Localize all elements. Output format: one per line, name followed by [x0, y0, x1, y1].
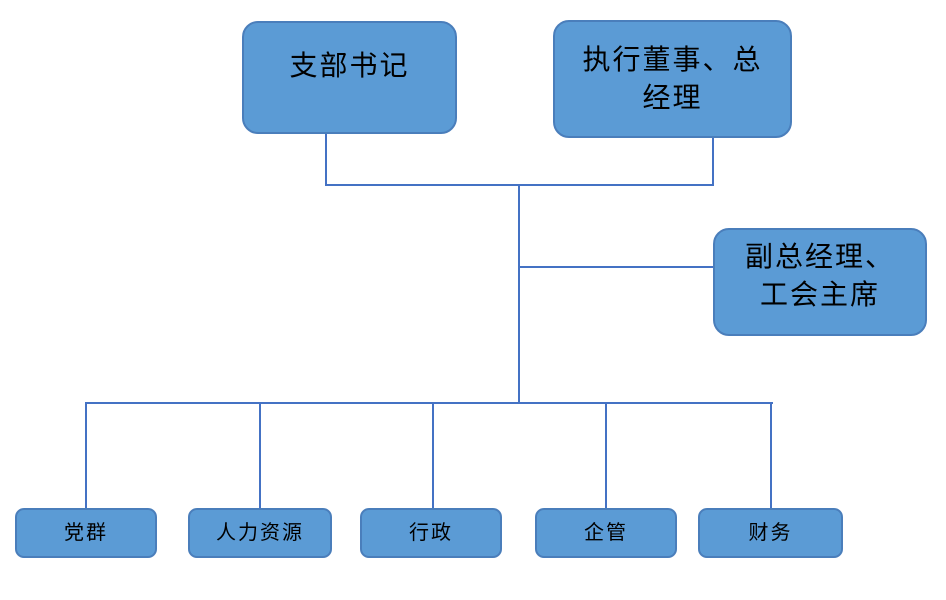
- org-node-label: 人力资源: [216, 522, 304, 544]
- org-node-label: 党群: [64, 522, 108, 544]
- connector-human-resources-drop: [259, 402, 261, 508]
- org-node-label: 执行董事、总 经理: [582, 44, 763, 113]
- org-node-deputy-gm-union-chairman[interactable]: 副总经理、 工会主席: [713, 228, 927, 336]
- org-node-label: 企管: [584, 522, 628, 544]
- org-node-administration[interactable]: 行政: [360, 508, 502, 558]
- org-node-executive-director-gm[interactable]: 执行董事、总 经理: [553, 20, 792, 138]
- connector-deputy-gm-branch: [518, 266, 714, 268]
- connector-party-mass-drop: [85, 402, 87, 508]
- org-node-finance[interactable]: 财务: [698, 508, 843, 558]
- org-node-label: 副总经理、 工会主席: [744, 241, 895, 310]
- connector-executive-director-drop: [712, 138, 714, 186]
- connector-administration-drop: [432, 402, 434, 508]
- connector-branch-secretary-drop: [325, 134, 327, 186]
- org-node-label: 支部书记: [289, 49, 410, 81]
- org-node-human-resources[interactable]: 人力资源: [188, 508, 332, 558]
- connector-finance-drop: [770, 402, 772, 508]
- org-node-label: 财务: [748, 522, 793, 544]
- org-node-party-mass[interactable]: 党群: [15, 508, 157, 558]
- connector-bottom-horizontal: [85, 402, 773, 404]
- org-node-label: 行政: [409, 522, 453, 544]
- connector-enterprise-management-drop: [605, 402, 607, 508]
- connector-center-vertical: [518, 184, 520, 404]
- org-node-branch-secretary[interactable]: 支部书记: [242, 21, 457, 134]
- org-node-enterprise-management[interactable]: 企管: [535, 508, 677, 558]
